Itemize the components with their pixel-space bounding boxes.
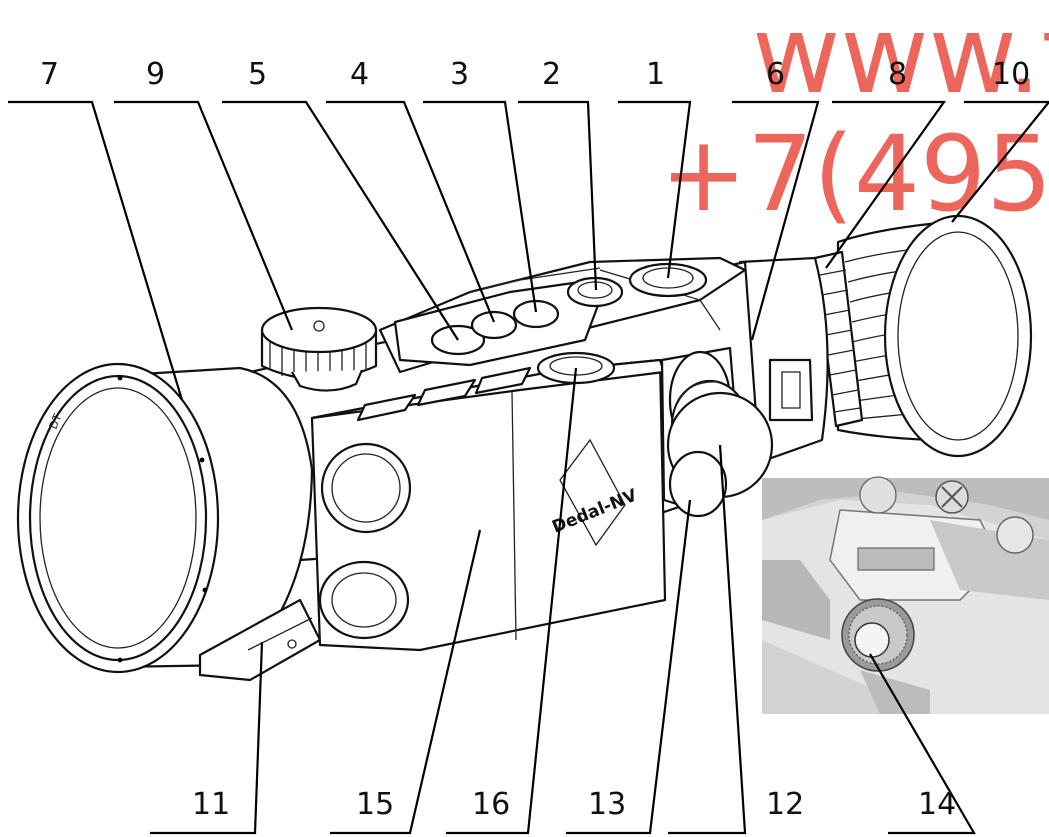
callout-16: 16 [472,787,510,822]
callout-10: 10 [992,57,1030,92]
windage-dial [260,306,378,392]
callout-3: 3 [450,57,469,92]
callout-labels-bottom: 11 15 16 13 12 14 [192,787,956,822]
callout-5: 5 [248,57,267,92]
callout-2: 2 [542,57,561,92]
callout-12: 12 [766,787,804,822]
callout-labels-top: 7 9 5 4 3 2 1 6 8 10 [40,57,1030,92]
top-button-cluster [393,262,708,367]
objective-lens: DT [16,362,314,674]
side-controls [660,346,774,518]
lens-ring-text: DT [47,412,65,431]
inset-photo [762,476,1049,714]
watermark-phone: +7(495)2 [660,113,1049,235]
callout-8: 8 [888,57,907,92]
eyecup [836,214,1033,458]
callout-14: 14 [918,787,956,822]
mount-rail [198,598,322,682]
eyepiece-body [738,256,829,464]
callout-13: 13 [588,787,626,822]
callout-9: 9 [146,57,165,92]
callout-7: 7 [40,57,59,92]
callout-6: 6 [766,57,785,92]
callout-leaders [8,100,1049,835]
callout-11: 11 [192,787,230,822]
callout-4: 4 [350,57,369,92]
callout-1: 1 [646,57,665,92]
callout-15: 15 [356,787,394,822]
watermark-url: www.t [752,0,1049,118]
diopter-ring [813,250,864,428]
